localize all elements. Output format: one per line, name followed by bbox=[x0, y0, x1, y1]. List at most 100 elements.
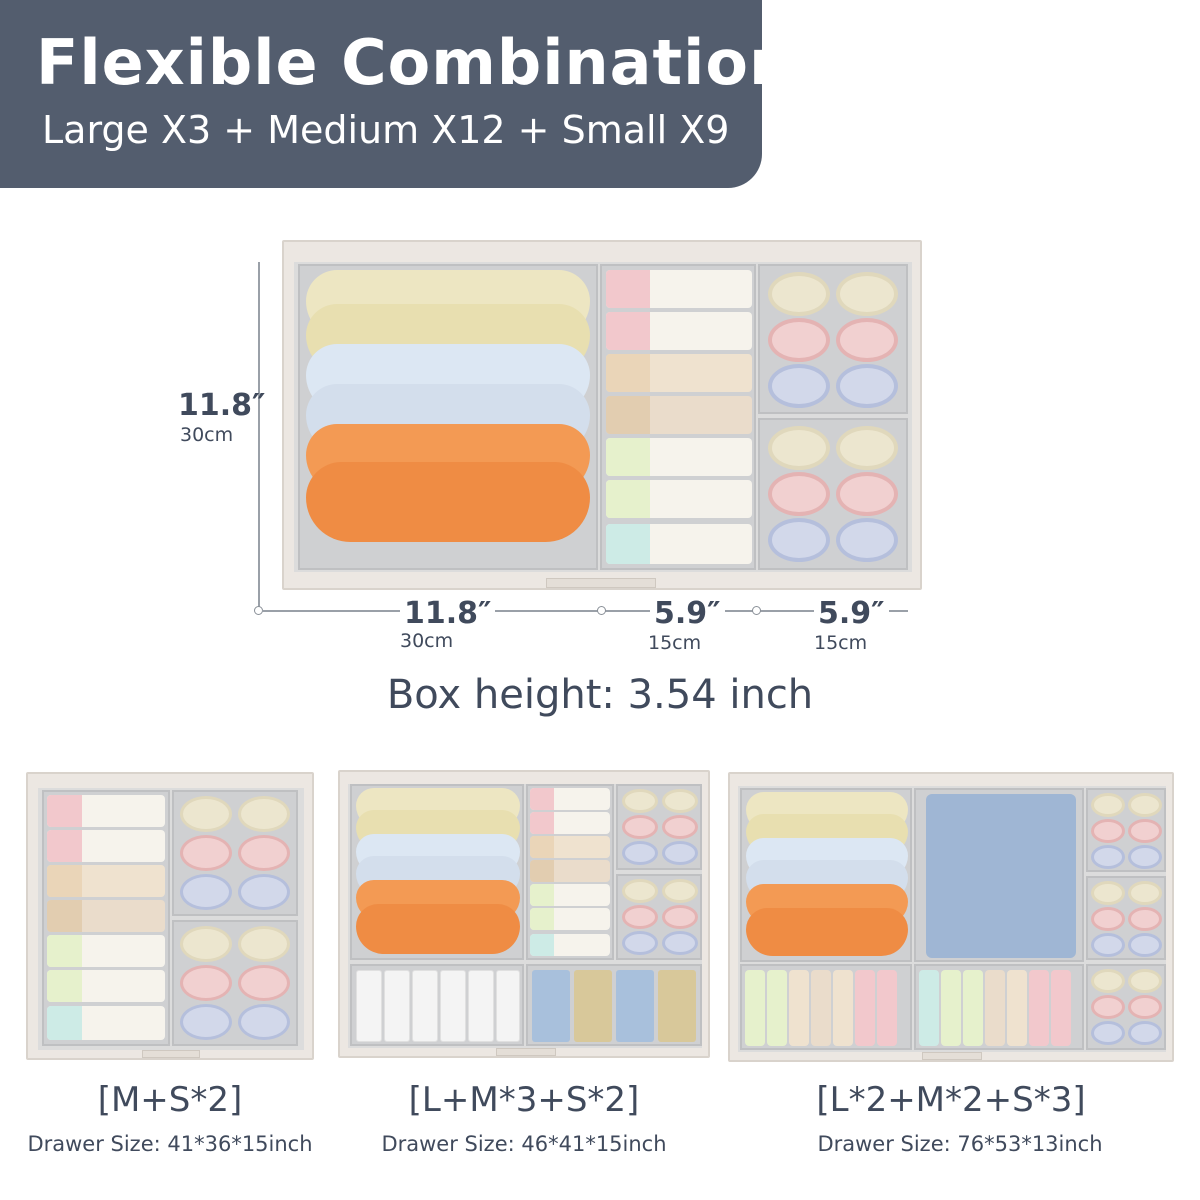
rolled-sock bbox=[622, 905, 658, 929]
rolled-sock bbox=[622, 879, 658, 903]
rolled-sock bbox=[180, 835, 232, 871]
rolled-sock bbox=[1128, 845, 1162, 869]
rolled-sock bbox=[180, 874, 232, 910]
dimension-dot bbox=[752, 606, 761, 615]
folded-underwear bbox=[833, 970, 853, 1046]
bra-item bbox=[356, 904, 520, 954]
width-large-cm: 30cm bbox=[400, 630, 454, 652]
rolled-sock bbox=[1091, 845, 1125, 869]
rolled-sock bbox=[622, 789, 658, 813]
combo-1-drawer-size: Drawer Size: 41*36*15inch bbox=[27, 1132, 313, 1156]
rolled-towel bbox=[440, 970, 466, 1042]
rolled-towel bbox=[356, 970, 382, 1042]
combo-1-drawer bbox=[26, 772, 314, 1060]
rolled-sock bbox=[662, 789, 698, 813]
bra-item bbox=[746, 908, 908, 956]
rolled-towel bbox=[468, 970, 494, 1042]
box-height-text: Box height: 3.54 inch bbox=[386, 672, 814, 718]
folded-cloth bbox=[532, 970, 570, 1042]
rolled-sock bbox=[622, 841, 658, 865]
folded-underwear bbox=[47, 830, 165, 862]
rolled-sock bbox=[836, 272, 898, 316]
banner-title: Flexible Combination bbox=[36, 26, 795, 99]
folded-underwear bbox=[47, 935, 165, 967]
folded-underwear bbox=[47, 1006, 165, 1040]
folded-underwear bbox=[606, 270, 752, 308]
small-box bbox=[1086, 876, 1166, 960]
folded-underwear bbox=[855, 970, 875, 1046]
folded-underwear bbox=[941, 970, 961, 1046]
rolled-sock bbox=[662, 841, 698, 865]
small-box bbox=[172, 790, 298, 916]
medium-box bbox=[740, 964, 912, 1050]
small-box bbox=[1086, 964, 1166, 1050]
folded-underwear bbox=[606, 354, 752, 392]
small-box bbox=[758, 264, 908, 414]
main-drawer-illustration bbox=[282, 240, 922, 590]
rolled-sock bbox=[1128, 819, 1162, 843]
rolled-sock bbox=[1091, 881, 1125, 905]
folded-underwear bbox=[606, 396, 752, 434]
combo-2-drawer bbox=[338, 770, 710, 1058]
rolled-sock bbox=[836, 426, 898, 470]
rolled-sock bbox=[238, 926, 290, 962]
rolled-sock bbox=[238, 874, 290, 910]
rolled-sock bbox=[238, 796, 290, 832]
large-box bbox=[740, 788, 912, 962]
rolled-sock bbox=[1091, 933, 1125, 957]
rolled-sock bbox=[180, 926, 232, 962]
rolled-sock bbox=[1091, 1021, 1125, 1045]
folded-cloth bbox=[658, 970, 696, 1042]
rolled-sock bbox=[1128, 881, 1162, 905]
folded-underwear bbox=[745, 970, 765, 1046]
combo-2-drawer-size: Drawer Size: 46*41*15inch bbox=[381, 1132, 667, 1156]
rolled-sock bbox=[1091, 819, 1125, 843]
rolled-sock bbox=[768, 318, 830, 362]
folded-underwear bbox=[606, 312, 752, 350]
folded-underwear bbox=[919, 970, 939, 1046]
rolled-towel bbox=[384, 970, 410, 1042]
small-box bbox=[616, 874, 702, 960]
medium-box bbox=[526, 784, 614, 960]
folded-underwear bbox=[530, 836, 610, 858]
folded-underwear bbox=[530, 934, 610, 956]
rolled-sock bbox=[1128, 969, 1162, 993]
dimension-dot bbox=[597, 606, 606, 615]
folded-underwear bbox=[811, 970, 831, 1046]
rolled-towel bbox=[496, 970, 520, 1042]
rolled-sock bbox=[1128, 995, 1162, 1019]
folded-underwear bbox=[789, 970, 809, 1046]
height-dimension-line bbox=[258, 262, 260, 610]
height-cm: 30cm bbox=[180, 424, 234, 446]
drawer-handle bbox=[546, 578, 656, 588]
folded-underwear bbox=[530, 788, 610, 810]
small-box bbox=[172, 920, 298, 1046]
rolled-sock bbox=[622, 815, 658, 839]
rolled-sock bbox=[238, 1004, 290, 1040]
drawer-handle bbox=[922, 1052, 982, 1060]
rolled-sock bbox=[768, 518, 830, 562]
title-banner: Flexible Combination Large X3 + Medium X… bbox=[0, 0, 793, 188]
rolled-sock bbox=[836, 364, 898, 408]
medium-box bbox=[526, 964, 702, 1046]
rolled-sock bbox=[836, 472, 898, 516]
combo-2-label: [L+M*3+S*2] bbox=[408, 1080, 640, 1120]
folded-underwear bbox=[1051, 970, 1071, 1046]
combo-3-drawer-size: Drawer Size: 76*53*13inch bbox=[817, 1132, 1103, 1156]
folded-underwear bbox=[47, 970, 165, 1002]
rolled-sock bbox=[622, 931, 658, 955]
rolled-sock bbox=[238, 835, 290, 871]
rolled-sock bbox=[1128, 1021, 1162, 1045]
medium-box bbox=[42, 790, 170, 1046]
rolled-sock bbox=[1128, 907, 1162, 931]
folded-underwear bbox=[877, 970, 897, 1046]
banner-subtitle: Large X3 + Medium X12 + Small X9 bbox=[42, 108, 730, 152]
rolled-sock bbox=[662, 931, 698, 955]
combo-3-drawer bbox=[728, 772, 1174, 1062]
rolled-sock bbox=[180, 1004, 232, 1040]
medium-box bbox=[350, 964, 524, 1046]
rolled-sock bbox=[836, 518, 898, 562]
bra-item bbox=[306, 462, 590, 542]
large-box bbox=[914, 788, 1084, 962]
combo-1-label: [M+S*2] bbox=[97, 1080, 243, 1120]
